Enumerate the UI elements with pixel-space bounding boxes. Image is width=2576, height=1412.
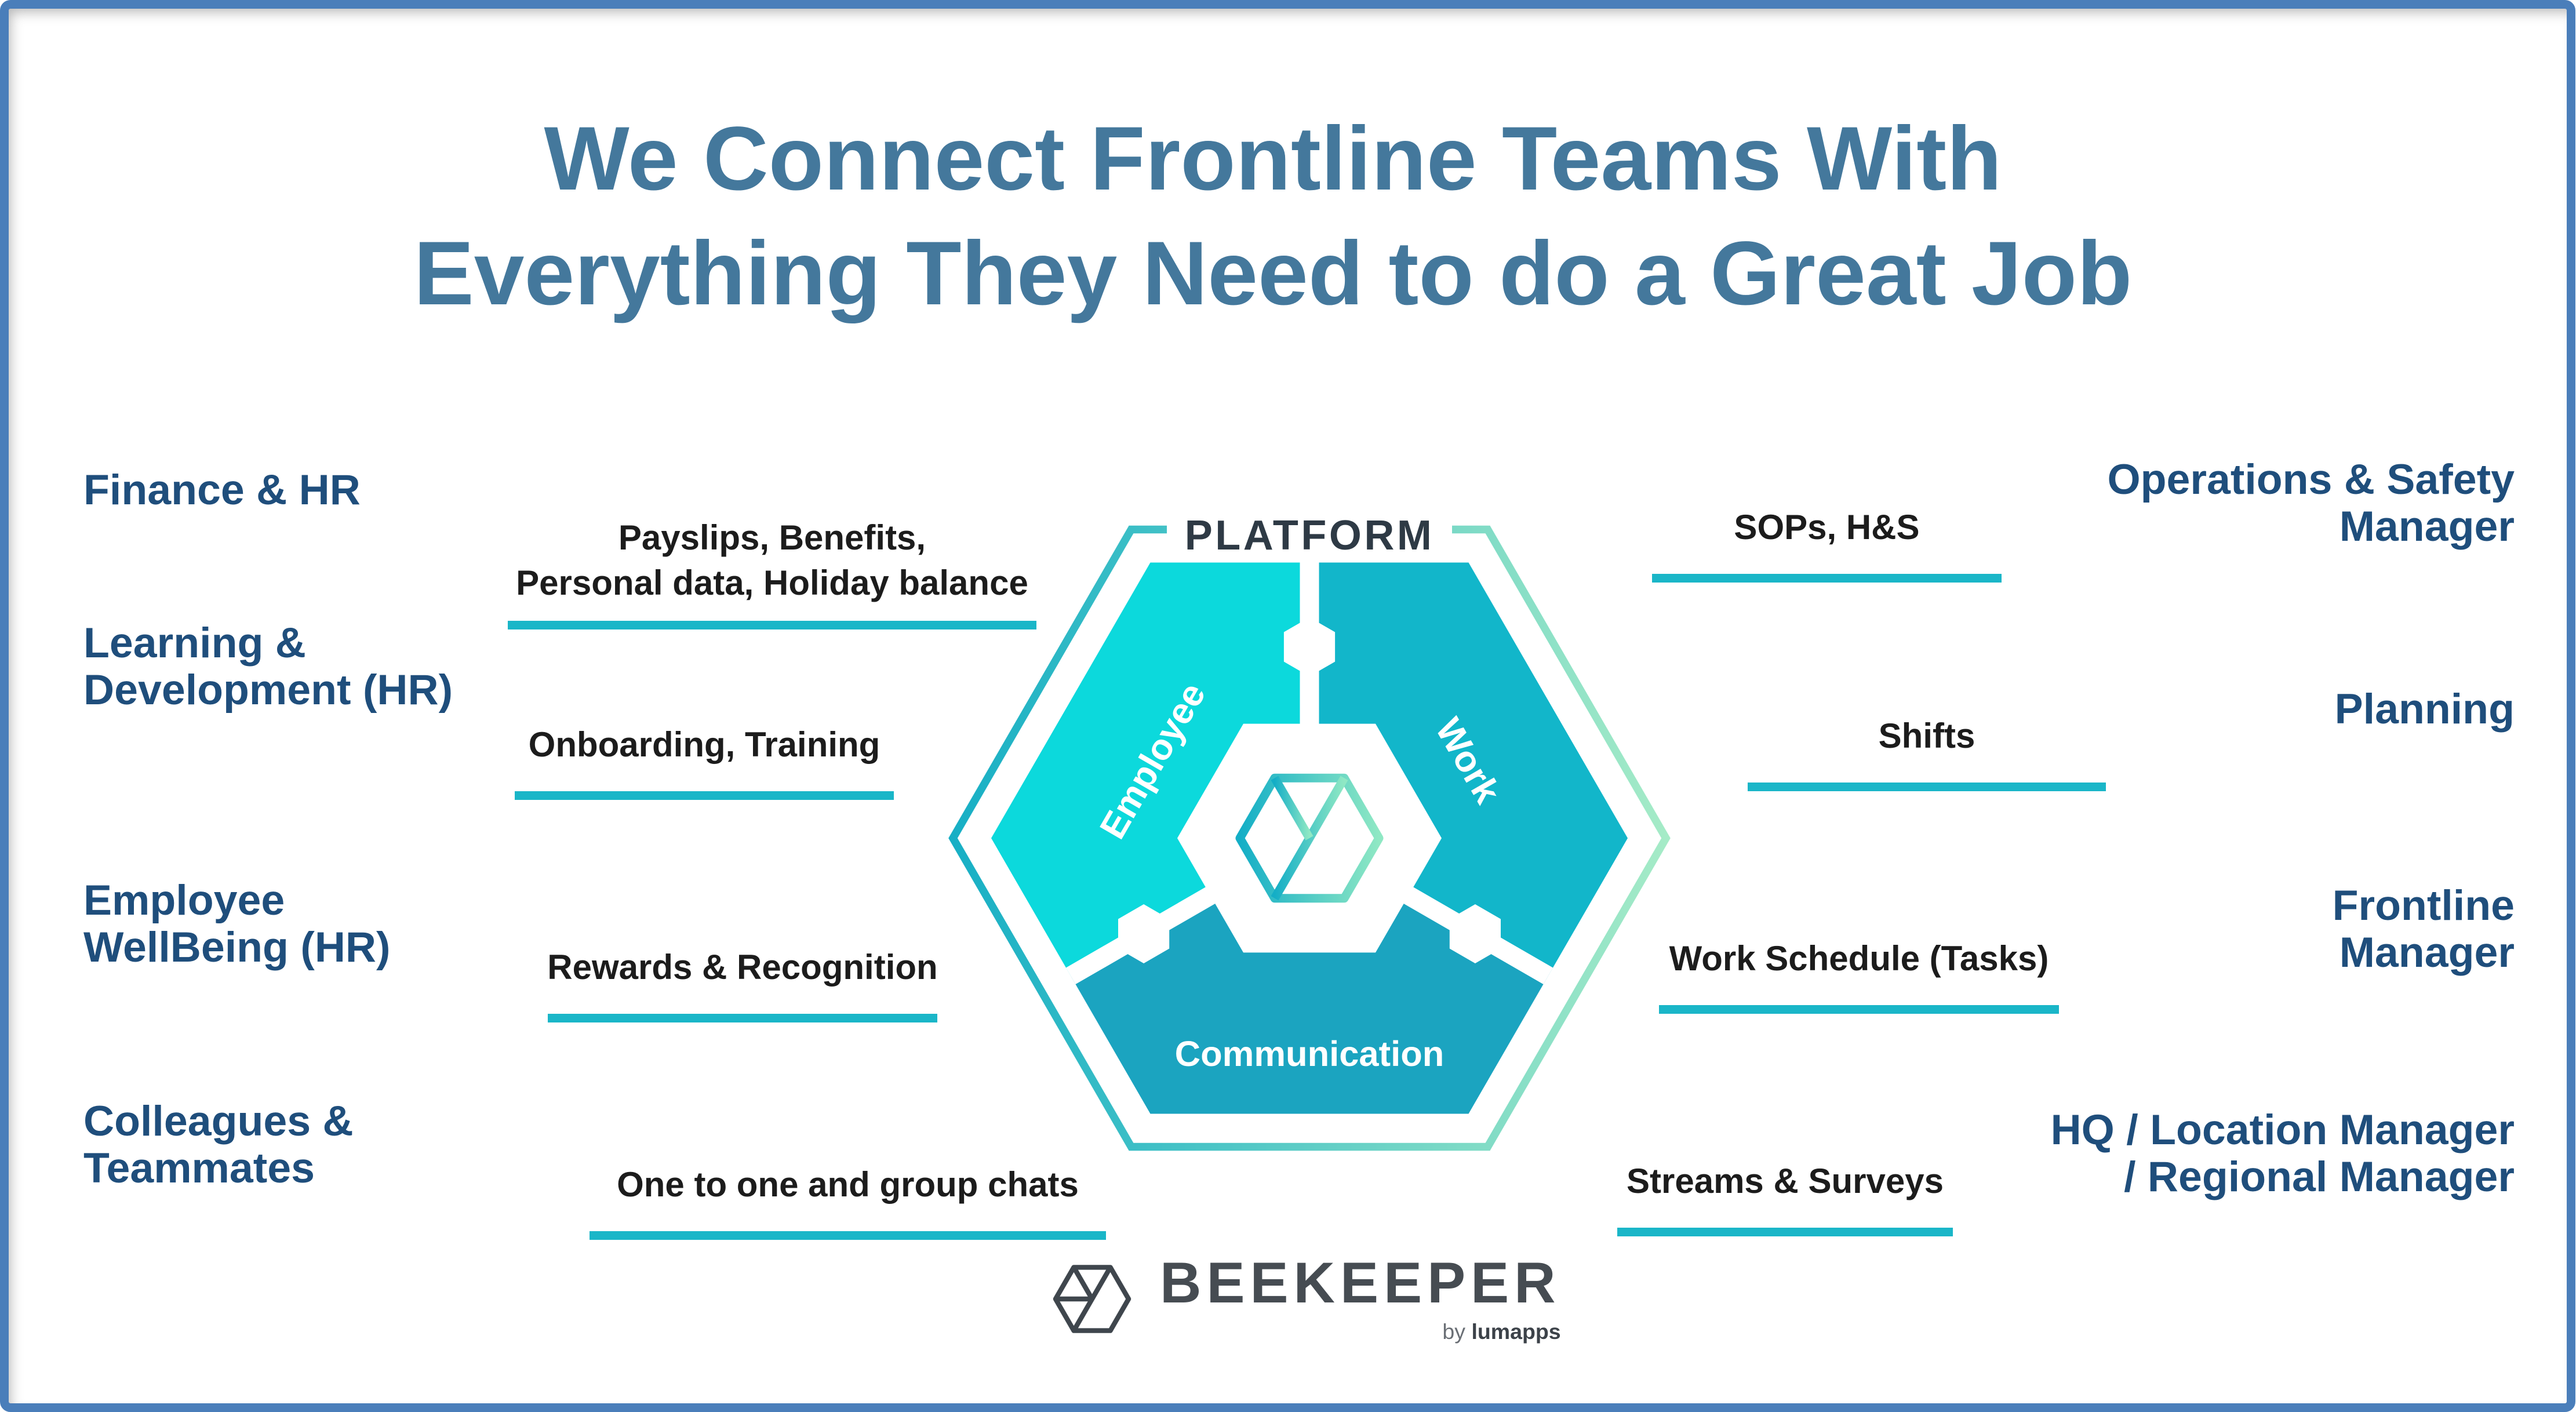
category-planning: Planning [2334,687,2515,734]
page-title: We Connect Frontline Teams With Everythi… [230,103,2316,332]
item-rewards-recognition-label: Rewards & Recognition [547,949,938,988]
underline [515,791,894,799]
brand-text-column: BEEKEEPER by lumapps [1160,1254,1561,1344]
category-finance-hr: Finance & HR [83,468,361,515]
item-payslips-benefits-label: Payslips, Benefits, Personal data, Holid… [516,520,1028,603]
item-one-to-one-chats-label: One to one and group chats [617,1167,1079,1205]
category-operations-safety-manager: Operations & Safety Manager [2107,457,2515,552]
item-one-to-one-chats: One to one and group chats [590,1118,1106,1284]
byline-prefix: by [1442,1320,1466,1344]
beekeeper-mark-icon [1235,773,1384,903]
underline [1652,574,2002,582]
item-payslips-benefits: Payslips, Benefits, Personal data, Holid… [482,471,1063,674]
item-work-schedule: Work Schedule (Tasks) [1659,892,2059,1058]
communication-section-label: Communication [1175,1034,1445,1074]
footer-brand: BEEKEEPER by lumapps [1052,1254,1561,1344]
page-title-line2: Everything They Need to do a Great Job [413,224,2133,326]
brand-name: BEEKEEPER [1160,1250,1561,1315]
item-streams-surveys-label: Streams & Surveys [1626,1163,1944,1202]
underline [1659,1005,2059,1013]
byline-brand: lumapps [1471,1320,1561,1344]
hexagon-node-icon [1283,617,1336,676]
item-work-schedule-label: Work Schedule (Tasks) [1669,941,2049,979]
item-onboarding-training-label: Onboarding, Training [528,727,881,765]
platform-label-backdrop [1167,513,1452,551]
category-employee-wellbeing: Employee WellBeing (HR) [83,878,391,973]
category-learning-development: Learning & Development (HR) [83,621,453,716]
item-streams-surveys: Streams & Surveys [1617,1115,1953,1281]
underline [508,621,1036,629]
category-hq-location-regional-manager: HQ / Location Manager / Regional Manager [2050,1108,2515,1203]
item-sops-hs: SOPs, H&S [1652,461,2002,627]
underline [1748,783,2106,791]
item-sops-hs-label: SOPs, H&S [1734,510,1920,548]
item-shifts-label: Shifts [1878,718,1975,756]
hexagon-node-icon [1449,904,1501,963]
item-rewards-recognition: Rewards & Recognition [539,901,946,1067]
platform-hexagon-diagram: PLATFORM Employee Work Communication [948,512,1671,1151]
category-colleagues-teammates: Colleagues & Teammates [83,1099,354,1194]
item-onboarding-training: Onboarding, Training [501,678,908,845]
category-frontline-manager: Frontline Manager [2332,883,2515,978]
brand-byline: by lumapps [1442,1320,1560,1344]
beekeeper-logo-icon [1053,1265,1131,1333]
divider-hexagon-nodes [1118,617,1501,963]
item-shifts: Shifts [1748,669,2106,836]
platform-label: PLATFORM [1185,512,1435,559]
underline [548,1014,937,1022]
outer-hexagon-outline [948,525,1671,1151]
underline [1617,1228,1953,1236]
hexagon-node-icon [1118,904,1170,963]
underline [590,1231,1106,1239]
page-title-line1: We Connect Frontline Teams With [544,110,2002,210]
